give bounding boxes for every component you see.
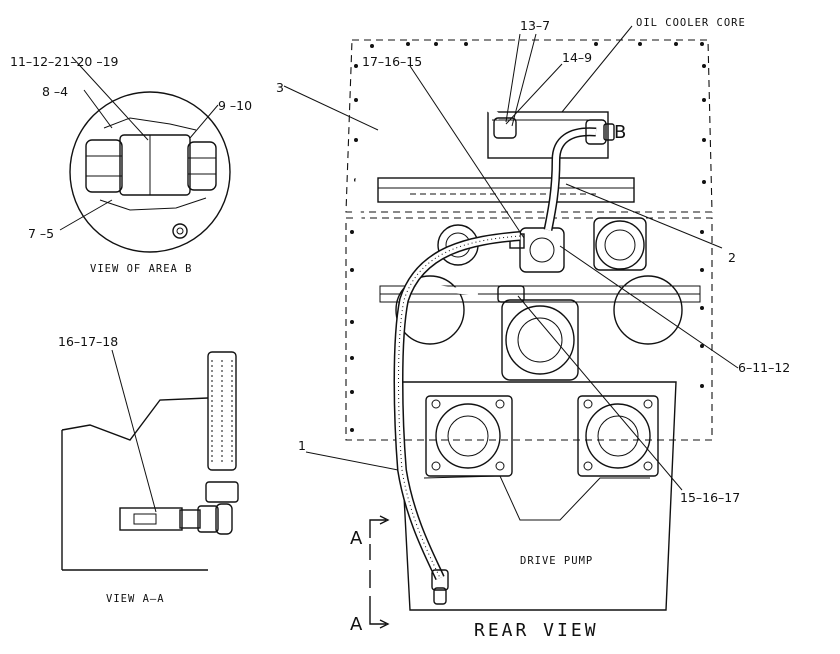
plate-bolt-holes (350, 42, 706, 432)
callout-3: 3 (276, 80, 284, 95)
callout-16-17-18: 16–17–18 (58, 334, 118, 349)
rear-view-assembly (283, 25, 739, 629)
section-label-a-bottom: A (350, 614, 363, 635)
drive-pump-housing (397, 381, 677, 611)
section-view-a-a (61, 349, 239, 571)
caption-drive-pump: DRIVE PUMP (520, 555, 593, 567)
callout-7-5: 7 –5 (28, 226, 54, 241)
caption-rear-view: REAR VIEW (474, 620, 599, 641)
callout-15-16-17: 15–16–17 (680, 490, 740, 505)
callout-11-12-21-20-19: 11–12–21–20 –19 (10, 54, 119, 69)
callout-2: 2 (728, 250, 736, 265)
caption-view-of-area-b: VIEW OF AREA B (90, 263, 193, 275)
callout-13-7: 13–7 (520, 18, 550, 33)
detail-view-area-b (59, 56, 231, 253)
hydraulic-valves (379, 217, 701, 381)
callout-6-11-12: 6–11–12 (738, 360, 790, 375)
callout-oil-cooler-core: OIL COOLER CORE (636, 17, 746, 29)
section-cut-a-a (369, 515, 390, 629)
hose-assemblies (354, 88, 615, 605)
section-label-a-top: A (350, 528, 363, 549)
callout-8-4: 8 –4 (42, 84, 68, 99)
callout-9-10: 9 –10 (218, 98, 252, 113)
callout-14-9: 14–9 (562, 50, 592, 65)
caption-view-a-a: VIEW A–A (106, 593, 165, 605)
oil-cooler-core (377, 111, 635, 203)
callout-1: 1 (298, 438, 306, 453)
callout-17-16-15: 17–16–15 (362, 54, 422, 69)
callout-b: B (614, 122, 626, 143)
